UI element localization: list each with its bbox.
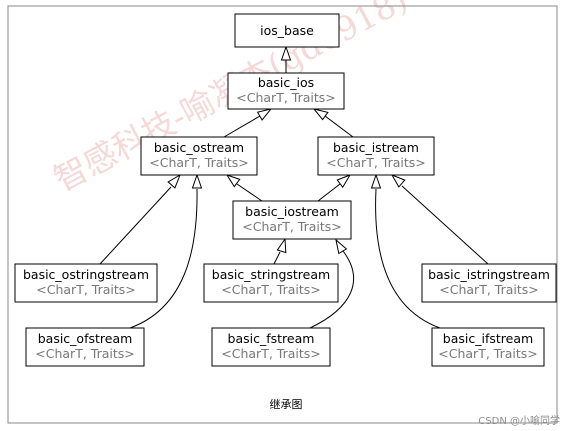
edge-basic_ifstream-to-basic_istream bbox=[375, 188, 441, 329]
arrow-head-basic_ostream-from-iostream bbox=[225, 174, 241, 188]
node-basic_istringstream: basic_istringstream <CharT, Traits> bbox=[421, 263, 557, 303]
node-basic_ostream-params: <CharT, Traits> bbox=[149, 155, 248, 170]
node-basic_istream-name: basic_istream bbox=[333, 140, 419, 155]
node-basic_ostream-box bbox=[140, 136, 258, 176]
edge-basic_ostream-to-basic_ios bbox=[223, 115, 261, 138]
node-basic_ostream: basic_ostream <CharT, Traits> bbox=[140, 136, 258, 176]
diagram-frame bbox=[7, 5, 558, 424]
credit-text: CSDN @小喻同学 bbox=[478, 414, 560, 427]
node-ios_base-name: ios_base bbox=[260, 23, 314, 38]
node-basic_ostream-name: basic_ostream bbox=[154, 140, 244, 155]
node-basic_stringstream-box bbox=[203, 263, 339, 303]
node-basic_iostream-name: basic_iostream bbox=[245, 204, 339, 219]
arrow-head-basic_iostream-from-stringstream bbox=[276, 237, 287, 254]
node-basic_fstream: basic_fstream <CharT, Traits> bbox=[211, 327, 331, 367]
node-basic_istringstream-box bbox=[421, 263, 557, 303]
node-basic_ifstream-name: basic_ifstream bbox=[443, 331, 533, 346]
node-basic_ofstream: basic_ofstream <CharT, Traits> bbox=[25, 327, 145, 367]
node-basic_fstream-name: basic_fstream bbox=[228, 331, 315, 346]
node-basic_stringstream-params: <CharT, Traits> bbox=[221, 282, 320, 297]
arrow-head-basic_ios-left bbox=[256, 108, 273, 121]
node-basic_ios-name: basic_ios bbox=[258, 75, 314, 90]
edge-basic_iostream-to-basic_ostream bbox=[236, 183, 263, 202]
node-basic_iostream-params: <CharT, Traits> bbox=[242, 219, 341, 234]
node-basic_ostringstream-box bbox=[14, 263, 158, 303]
node-basic_stringstream: basic_stringstream <CharT, Traits> bbox=[203, 263, 339, 303]
edge-basic_iostream-to-basic_istream bbox=[317, 183, 341, 202]
node-basic_istringstream-params: <CharT, Traits> bbox=[439, 282, 538, 297]
arrow-head-basic_istream-from-ifstream bbox=[370, 173, 382, 189]
arrow-head-basic_ios-right bbox=[312, 108, 329, 121]
node-basic_ofstream-params: <CharT, Traits> bbox=[35, 346, 134, 361]
edge-basic_istream-to-basic_ios bbox=[324, 115, 354, 138]
node-basic_fstream-params: <CharT, Traits> bbox=[221, 346, 320, 361]
node-basic_ostringstream-params: <CharT, Traits> bbox=[36, 282, 135, 297]
node-basic_ios: basic_ios <CharT, Traits> bbox=[227, 72, 345, 110]
arrow-head-basic_ostream-from-ostringstream bbox=[167, 173, 181, 189]
node-basic_ios-box bbox=[227, 72, 345, 110]
arrow-head-basic_istream-from-istringstream bbox=[390, 174, 406, 188]
node-basic_iostream: basic_iostream <CharT, Traits> bbox=[232, 200, 352, 240]
arrow-head-ios_base bbox=[280, 45, 292, 61]
edge-basic_stringstream-to-basic_iostream bbox=[273, 251, 281, 265]
node-basic_istream: basic_istream <CharT, Traits> bbox=[317, 136, 435, 176]
edge-basic_ofstream-to-basic_ostream bbox=[129, 188, 198, 329]
edge-basic_fstream-to-basic_iostream bbox=[309, 250, 354, 329]
node-ios_base-box bbox=[234, 13, 340, 48]
node-basic_ios-params: <CharT, Traits> bbox=[236, 90, 335, 105]
node-basic_stringstream-name: basic_stringstream bbox=[212, 267, 330, 282]
edge-basic_ostringstream-to-basic_ostream bbox=[99, 186, 172, 265]
node-basic_istringstream-name: basic_istringstream bbox=[428, 267, 550, 282]
node-basic_fstream-box bbox=[211, 327, 331, 367]
node-basic_ofstream-name: basic_ofstream bbox=[38, 331, 133, 346]
node-basic_ofstream-box bbox=[25, 327, 145, 367]
node-basic_ifstream-box bbox=[431, 327, 545, 367]
node-basic_istream-box bbox=[317, 136, 435, 176]
node-basic_ifstream-params: <CharT, Traits> bbox=[438, 346, 537, 361]
node-basic_ifstream: basic_ifstream <CharT, Traits> bbox=[431, 327, 545, 367]
node-basic_ostringstream: basic_ostringstream <CharT, Traits> bbox=[14, 263, 158, 303]
diagram-caption: 继承图 bbox=[270, 398, 303, 411]
edges-layer bbox=[99, 45, 489, 329]
node-basic_istream-params: <CharT, Traits> bbox=[326, 155, 425, 170]
arrow-head-basic_ostream-from-ofstream bbox=[191, 173, 203, 189]
node-basic_ostringstream-name: basic_ostringstream bbox=[23, 267, 149, 282]
edge-basic_istringstream-to-basic_istream bbox=[401, 185, 489, 265]
arrow-head-basic_iostream-from-fstream bbox=[335, 238, 348, 255]
node-basic_iostream-box bbox=[232, 200, 352, 240]
node-ios_base: ios_base bbox=[234, 13, 340, 48]
arrow-head-basic_istream-from-iostream bbox=[336, 173, 352, 189]
